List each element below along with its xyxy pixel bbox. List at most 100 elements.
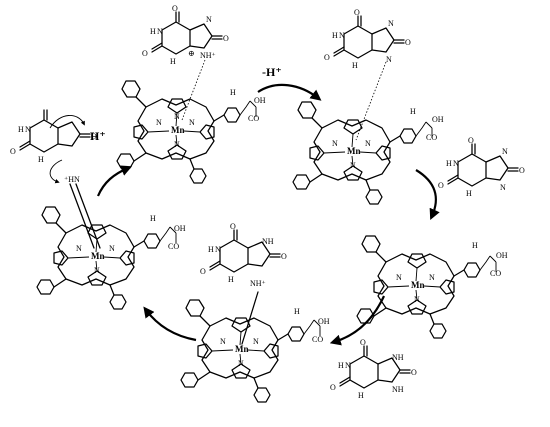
porphyrin-complex-bottom: Mn N N N H OH CO — [180, 299, 330, 403]
oh-label: OH — [254, 96, 266, 105]
metal-label: Mn — [235, 344, 249, 354]
o-label: O — [91, 132, 97, 141]
o-label: O — [360, 338, 366, 347]
o-label: O — [324, 53, 330, 62]
nh-label: H — [358, 391, 364, 400]
o-label: O — [519, 166, 525, 175]
nh-label: H — [410, 107, 416, 116]
metal-label: Mn — [411, 280, 425, 290]
cycle-arrow-top — [257, 83, 322, 101]
n-label: N — [109, 244, 115, 253]
o-label: O — [200, 267, 206, 276]
n-label: N — [220, 337, 226, 346]
n-label: N — [174, 112, 180, 121]
o-label: O — [10, 147, 16, 156]
co-label: CO — [312, 335, 323, 344]
n-label: N — [500, 183, 506, 192]
nh-label: H — [332, 31, 338, 40]
porphyrin-complex-right: Mn N N N H OH CO — [292, 101, 444, 205]
n-label: N — [396, 273, 402, 282]
nh-label: H — [18, 125, 24, 134]
nh-label: H — [446, 159, 452, 168]
n-label: N — [365, 139, 371, 148]
uric-acid-cation-left: O O H N H ⁺HN — [10, 109, 97, 184]
n-label: N — [386, 55, 392, 64]
oh-label: OH — [318, 317, 330, 326]
co-label: CO — [490, 269, 501, 278]
nh-label: H — [352, 61, 358, 70]
n-label: N — [502, 147, 508, 156]
uric-acid-bottom: O O O H N NH H NH — [330, 338, 417, 400]
n-label: N — [76, 244, 82, 253]
deprotonation-label-left: -H⁺ — [86, 129, 106, 143]
n-label: N — [206, 15, 212, 24]
cycle-arrow-lower-right — [329, 295, 385, 346]
n-label: N — [453, 159, 459, 168]
o-label: O — [438, 181, 444, 190]
porphyrin-complex-left: Mn N N N H OH CO — [36, 206, 186, 310]
n-label: N — [350, 161, 356, 170]
nh-label: NH — [262, 237, 274, 246]
n-label: N — [345, 361, 351, 370]
cation-mark: ⊕ — [188, 49, 195, 58]
nh-plus-label: NH⁺ — [200, 51, 216, 60]
o-label: O — [230, 222, 236, 231]
nh-label: H — [208, 245, 214, 254]
o-label: O — [330, 383, 336, 392]
uric-acid-radical-top-right: O O O H N N H N — [324, 8, 411, 70]
cycle-arrow-right — [415, 169, 440, 221]
nh-label: H — [230, 88, 236, 97]
cycle-arrow-left — [96, 165, 133, 197]
uric-acid-cation-top: O O O H N N H ⊕ NH⁺ — [142, 4, 229, 66]
porphyrin-complex-top: Mn N N N N H OH CO — [116, 80, 266, 184]
nh-label: H — [38, 155, 44, 164]
metal-label: Mn — [171, 125, 185, 135]
deprotonation-label-top: -H⁺ — [262, 65, 282, 79]
nh-label: NH — [392, 353, 404, 362]
nh-label: H — [466, 189, 472, 198]
o-label: O — [172, 4, 178, 13]
metal-label: Mn — [91, 251, 105, 261]
nh-label: H — [150, 27, 156, 36]
nh-label: H — [170, 57, 176, 66]
co-label: CO — [168, 242, 179, 251]
nh-label: H — [472, 241, 478, 250]
nh-label: H — [338, 361, 344, 370]
n-label: N — [238, 359, 244, 368]
o-label: O — [354, 8, 360, 17]
uric-acid-coordinated-bottom: O O O H N NH H NH⁺ — [200, 222, 287, 288]
co-label: CO — [248, 114, 259, 123]
porphyrin-complex-lower-right: Mn N N N H OH CO — [356, 235, 508, 339]
n-label: N — [174, 140, 180, 149]
nh-label: H — [228, 275, 234, 284]
n-label: N — [94, 266, 100, 275]
hn-plus-label: ⁺HN — [64, 175, 80, 184]
n-label: N — [332, 139, 338, 148]
n-label: N — [253, 337, 259, 346]
nh-label: H — [294, 307, 300, 316]
co-label: CO — [426, 133, 437, 142]
n-label: N — [156, 118, 162, 127]
nh-label: NH — [392, 385, 404, 394]
n-label: N — [25, 125, 31, 134]
nh-plus-label: NH⁺ — [250, 279, 266, 288]
n-label: N — [157, 27, 163, 36]
n-label: N — [215, 245, 221, 254]
o-label: O — [468, 136, 474, 145]
o-label: O — [411, 368, 417, 377]
n-label: N — [339, 31, 345, 40]
nh-label: H — [150, 214, 156, 223]
o-label: O — [405, 38, 411, 47]
n-label: N — [189, 118, 195, 127]
cycle-arrow-lower-left — [143, 306, 197, 342]
n-label: N — [388, 19, 394, 28]
o-label: O — [281, 252, 287, 261]
oh-label: OH — [174, 224, 186, 233]
oh-label: OH — [496, 251, 508, 260]
metal-label: Mn — [347, 146, 361, 156]
n-label: N — [414, 295, 420, 304]
o-label: O — [223, 34, 229, 43]
o-label: O — [142, 49, 148, 58]
oh-label: OH — [432, 115, 444, 124]
